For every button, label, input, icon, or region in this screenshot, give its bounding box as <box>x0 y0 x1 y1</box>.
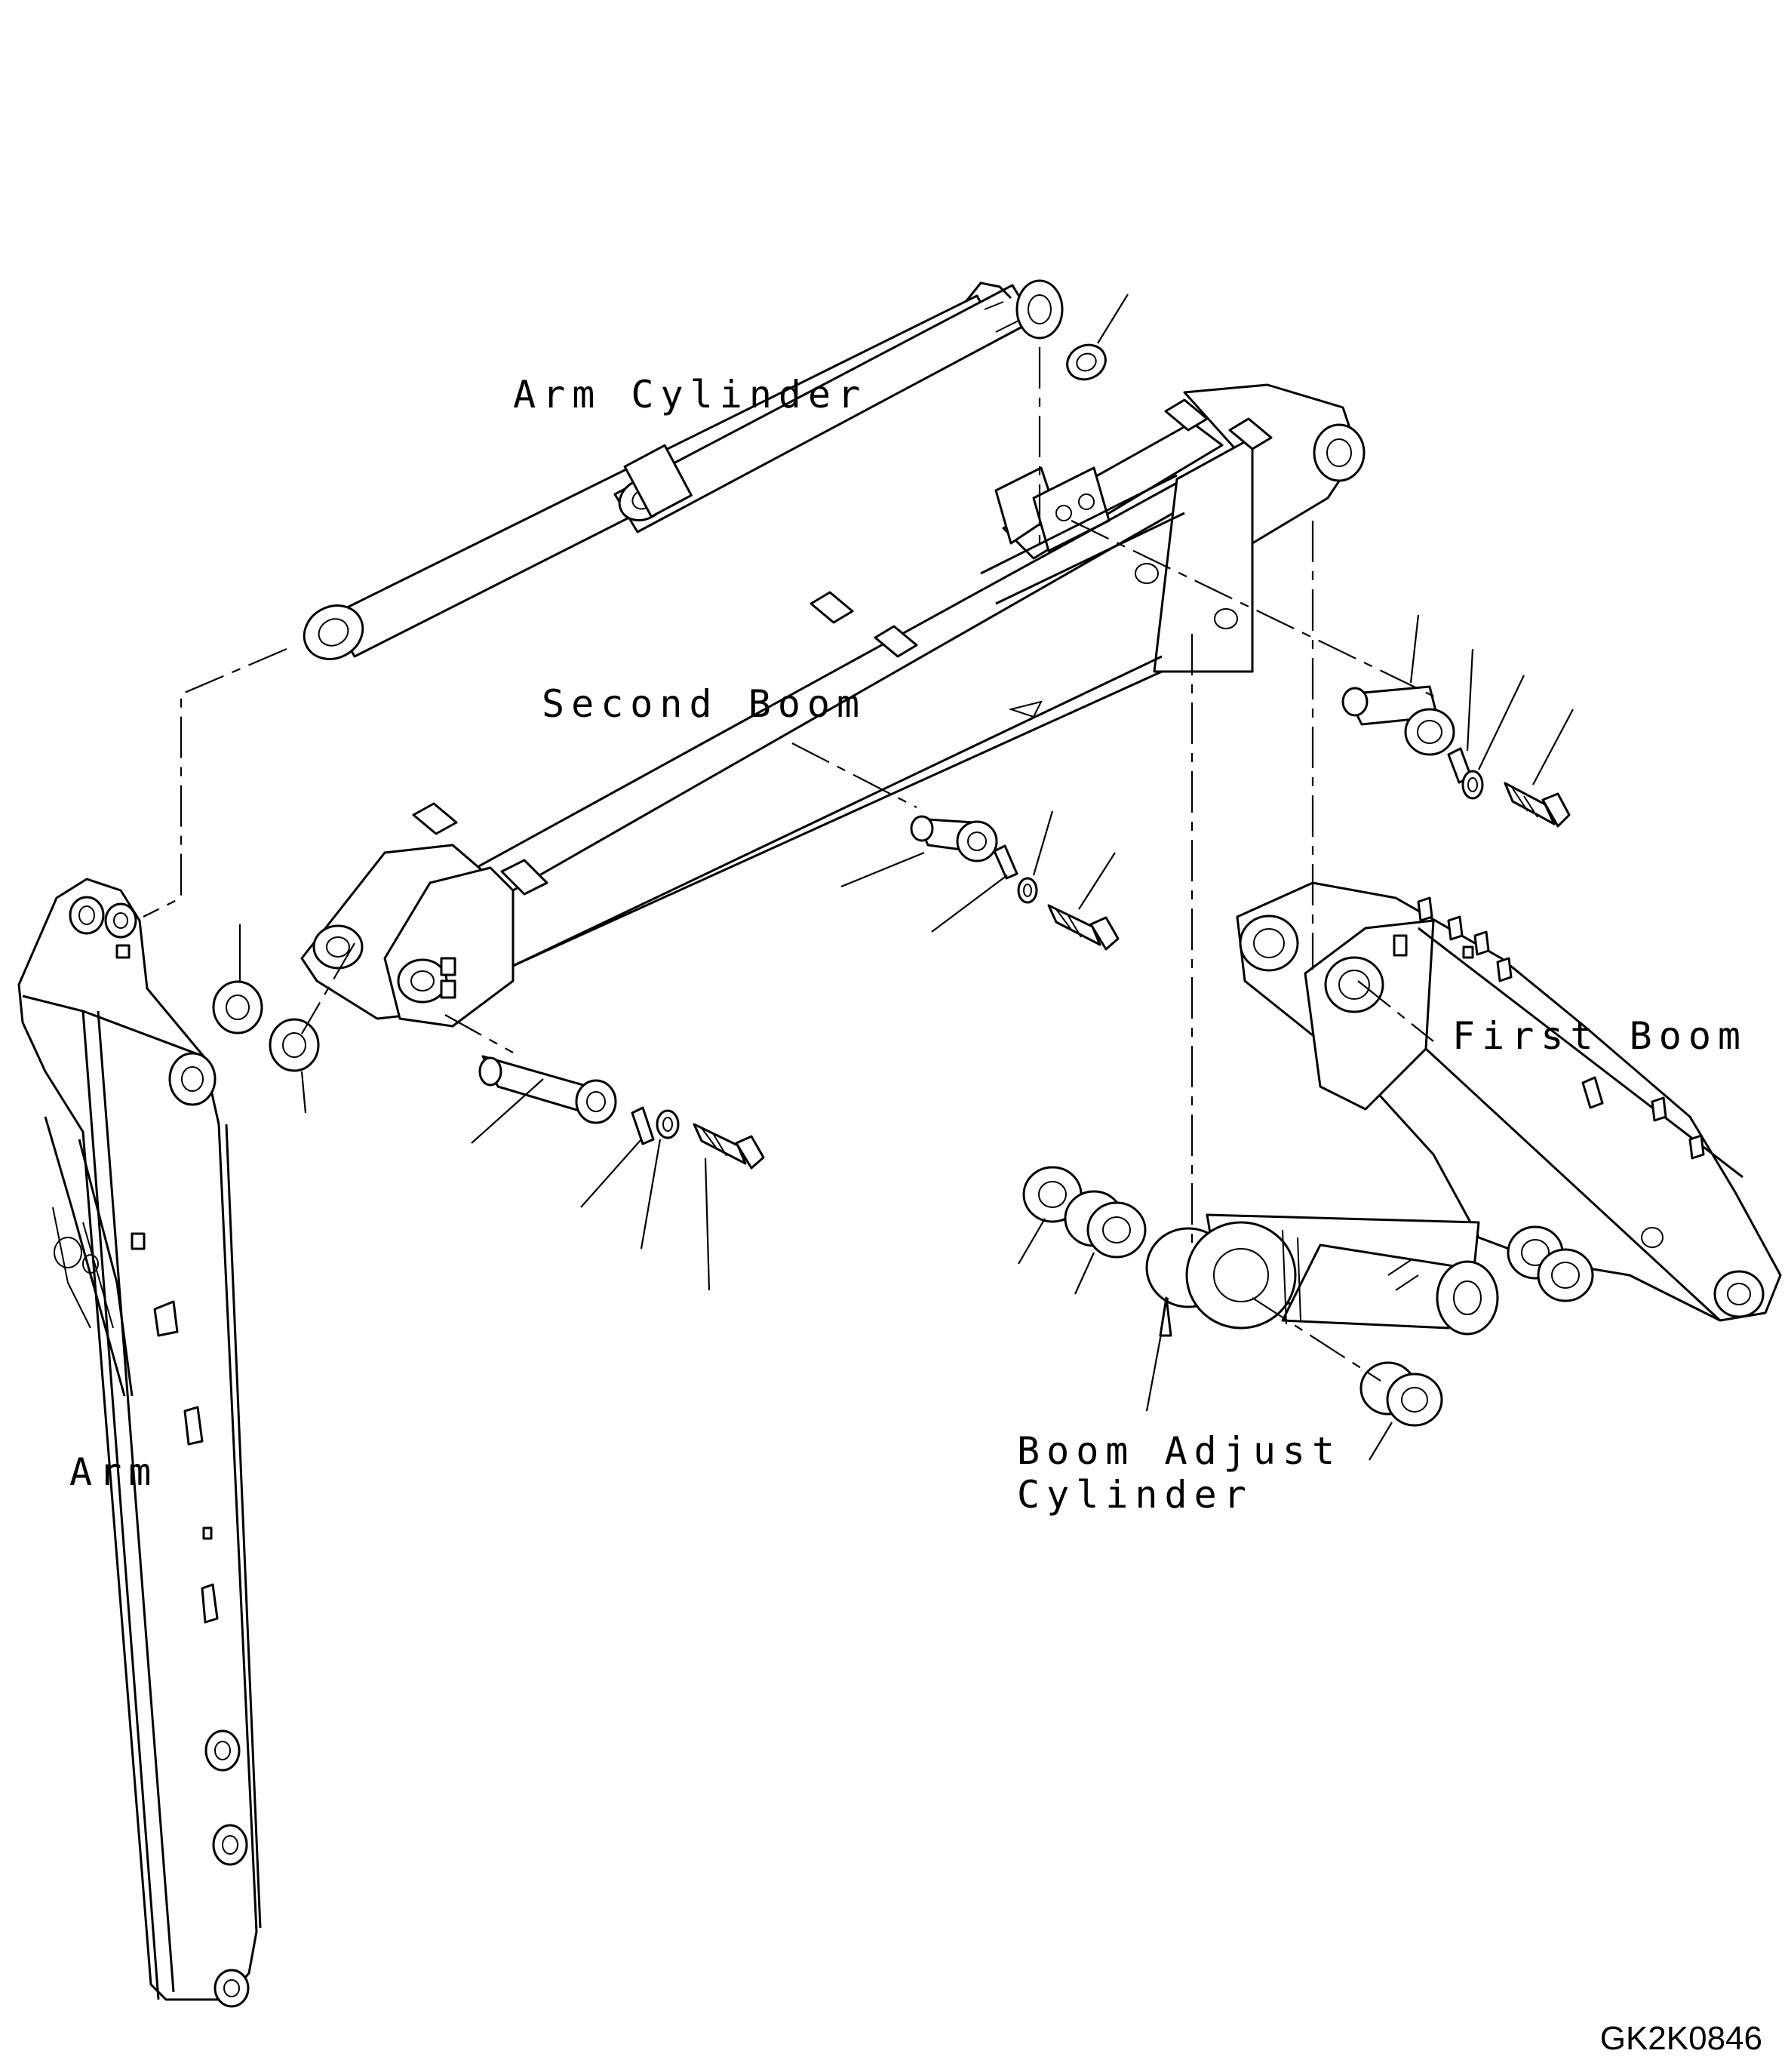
second-boom <box>300 383 1366 1028</box>
washers <box>212 343 1443 1427</box>
arm <box>17 878 262 2008</box>
label-arm: Arm <box>69 1450 158 1494</box>
arm-cylinder <box>303 279 1064 660</box>
drawing-code: GK2K0846 <box>1600 2020 1762 2057</box>
pin-middle <box>910 815 1120 951</box>
center-lines <box>143 347 1438 1382</box>
label-boom-adjust-line2: Cylinder <box>1017 1473 1253 1517</box>
label-arm-cylinder: Arm Cylinder <box>513 373 867 417</box>
boom-adjust-cylinder <box>1145 1213 1499 1336</box>
pin-top-right <box>1341 685 1571 828</box>
label-second-boom: Second Boom <box>542 682 866 726</box>
label-boom-adjust-line1: Boom Adjust <box>1017 1429 1341 1473</box>
leader-lines <box>238 294 1574 1461</box>
label-first-boom: First Boom <box>1452 1014 1747 1058</box>
pin-lower-left <box>478 1055 765 1170</box>
